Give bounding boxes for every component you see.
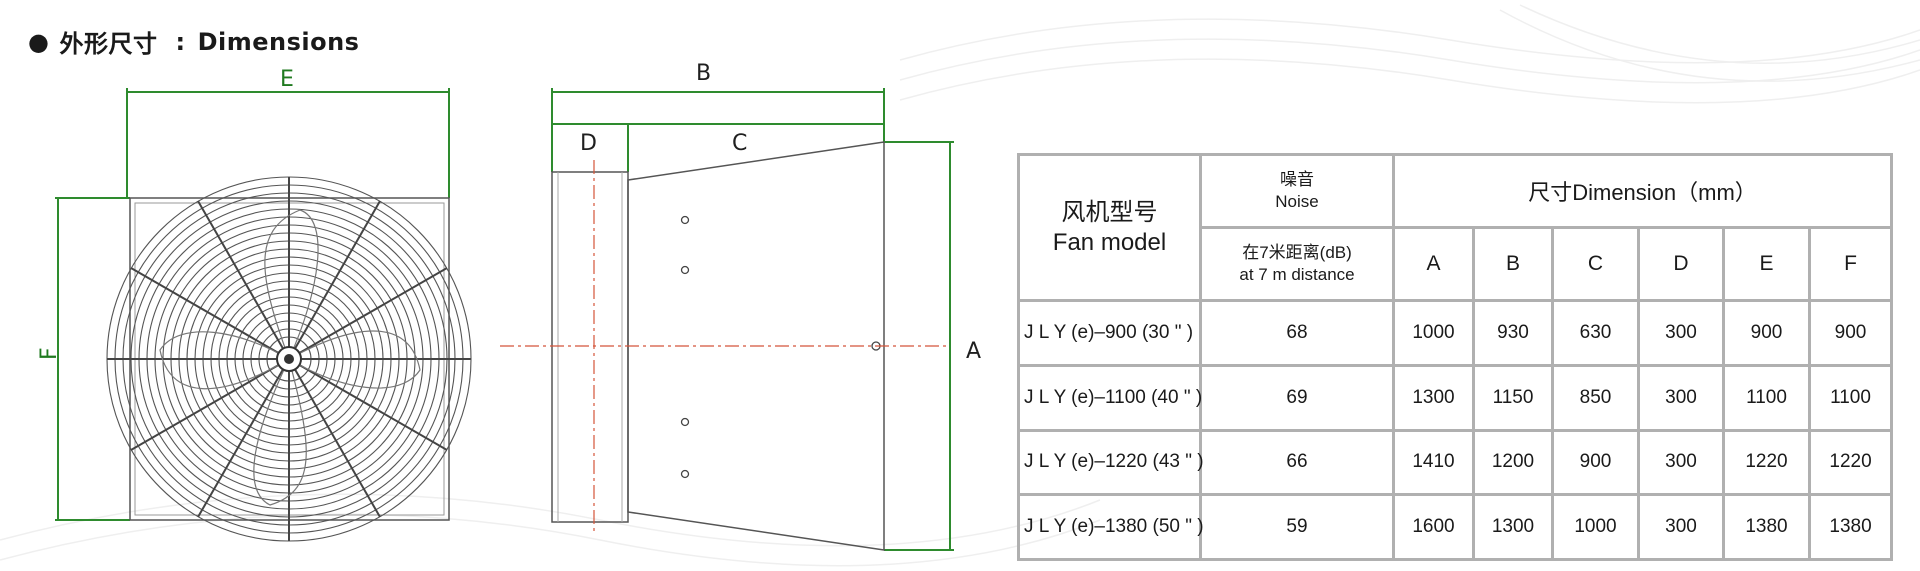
cell-d: 300 (1637, 299, 1725, 367)
col-header-c: C (1551, 226, 1640, 302)
label-e: E (280, 67, 294, 92)
dimension-a (884, 141, 954, 551)
cell-e: 1380 (1722, 493, 1811, 561)
cell-a: 1410 (1392, 428, 1475, 497)
noise-cell: 66 (1199, 428, 1395, 497)
col-header-b: B (1472, 226, 1554, 302)
cell-f: 1220 (1807, 428, 1894, 497)
noise-subheader: 在7米距离(dB) at 7 m distance (1199, 226, 1395, 302)
noise-cell: 59 (1199, 493, 1395, 561)
cell-e: 1220 (1722, 428, 1811, 497)
center-lines (500, 160, 950, 535)
fan-dimension-drawing: E F (37, 61, 981, 551)
frame-section (551, 171, 629, 523)
model-cell: J L Y (e)–1380 (50 " ) (1017, 493, 1204, 561)
label-c: C (732, 131, 747, 156)
col-header-d: D (1637, 226, 1725, 302)
bullet-icon: ● (28, 27, 50, 56)
noise-header: 噪音 Noise (1199, 153, 1395, 229)
cell-c: 1000 (1551, 493, 1640, 561)
col-header-a: A (1392, 226, 1475, 302)
noise-cell: 69 (1199, 363, 1395, 432)
table-row: J L Y (e)–1380 (50 " ) 59 1600 1300 1000… (1017, 493, 1894, 561)
cell-b: 930 (1472, 299, 1554, 367)
cell-b: 1150 (1472, 363, 1554, 432)
heading-colon: : (175, 27, 186, 56)
cell-d: 300 (1637, 493, 1725, 561)
dimension-f (55, 197, 130, 521)
table-row: J L Y (e)–1220 (43 " ) 66 1410 1200 900 … (1017, 428, 1894, 497)
noise-sub-cn: 在7米距离(dB) (1242, 243, 1352, 262)
model-cell: J L Y (e)–1100 (40 " ) (1017, 363, 1202, 432)
cell-c: 900 (1551, 428, 1640, 497)
model-header-en: Fan model (1052, 228, 1167, 256)
side-view: B D C A (500, 61, 981, 551)
front-view: E F (37, 67, 472, 542)
dimension-table: 风机型号 Fan model 噪音 Noise 尺寸Dimension（mm） … (1017, 153, 1894, 561)
heading-title-cn: 外形尺寸 (59, 30, 158, 58)
noise-cell: 68 (1199, 299, 1395, 367)
fan-blades (159, 209, 421, 506)
cell-f: 1100 (1807, 363, 1894, 432)
label-d: D (580, 131, 597, 156)
heading-title-en: Dimensions (197, 27, 360, 56)
cell-a: 1300 (1392, 363, 1475, 432)
cell-d: 300 (1637, 363, 1725, 432)
label-b: B (696, 61, 711, 86)
col-header-e: E (1722, 226, 1811, 302)
cell-f: 900 (1807, 299, 1894, 367)
noise-header-cn: 噪音 (1280, 170, 1314, 189)
cell-f: 1380 (1807, 493, 1894, 561)
cell-e: 900 (1722, 299, 1811, 367)
dimension-e (126, 88, 450, 198)
col-header-f: F (1807, 226, 1894, 302)
dimension-d-c (552, 123, 884, 172)
section-heading: ● 外形尺寸 : Dimensions (28, 24, 359, 59)
table-row: J L Y (e)–1100 (40 " ) 69 1300 1150 850 … (1017, 363, 1894, 432)
dimension-header: 尺寸Dimension（mm） (1391, 153, 1894, 229)
label-a: A (966, 339, 981, 364)
table-row: J L Y (e)–900 (30 " ) 68 1000 930 630 30… (1017, 299, 1894, 367)
model-cell: J L Y (e)–900 (30 " ) (1017, 299, 1202, 367)
model-cell: J L Y (e)–1220 (43 " ) (1017, 428, 1204, 497)
cell-b: 1300 (1472, 493, 1554, 561)
bolts (680, 215, 881, 479)
cell-e: 1100 (1722, 363, 1811, 432)
cell-c: 630 (1551, 299, 1640, 367)
model-header: 风机型号 Fan model (1017, 153, 1202, 302)
dimension-b (551, 88, 885, 172)
noise-sub-en: at 7 m distance (1239, 265, 1355, 284)
cone-section (627, 141, 885, 551)
label-f: F (37, 347, 62, 360)
noise-header-en: Noise (1275, 192, 1319, 211)
cell-b: 1200 (1472, 428, 1554, 497)
model-header-cn: 风机型号 (1061, 198, 1158, 226)
cell-d: 300 (1637, 428, 1725, 497)
cell-a: 1600 (1392, 493, 1475, 561)
cell-a: 1000 (1392, 299, 1475, 367)
cell-c: 850 (1551, 363, 1640, 432)
